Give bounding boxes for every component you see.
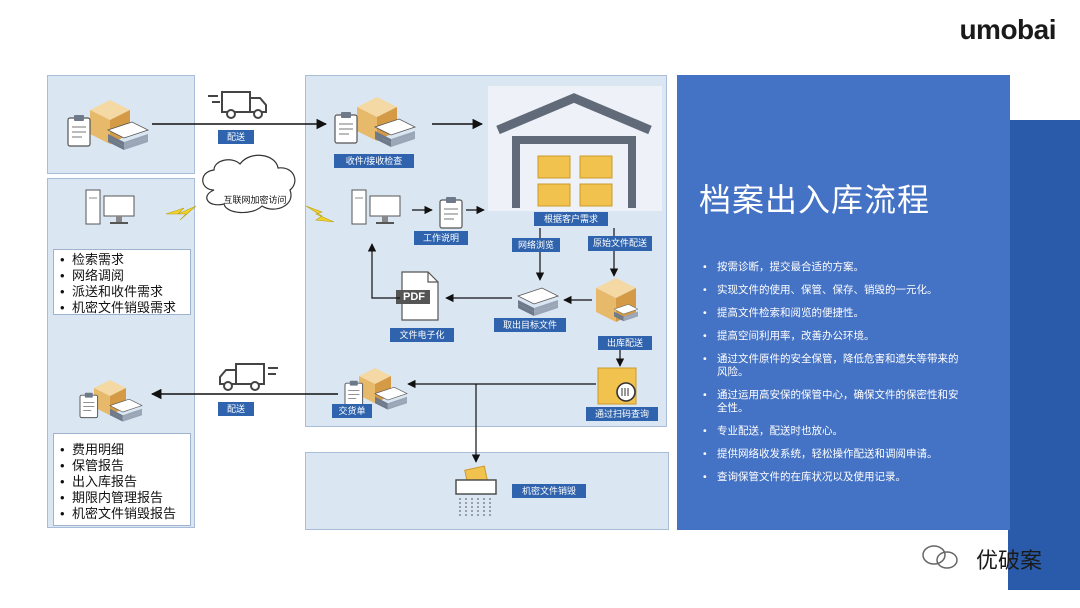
receive-tag: 收件/接收检查 [334,154,414,168]
wechat-icon [922,545,958,569]
shred-tag: 机密文件销毁 [512,484,586,498]
benefit-item: 查询保管文件的在库状况以及使用记录。 [701,471,961,484]
benefit-item: 专业配送，配送时也放心。 [701,425,961,438]
by-request-tag: 根据客户需求 [534,212,608,226]
info-panel-shadow [1008,120,1080,590]
original-delivery-tag: 原始文件配送 [588,236,652,251]
report-item: 出入库报告 [58,474,186,490]
receive-icon [334,97,416,148]
request-item: 检索需求 [58,252,186,268]
arrow-pdf-to-pc [367,243,400,299]
handover-tag: 交货单 [332,404,372,418]
scan-box-icon [597,367,637,405]
watermark-text: 优破案 [975,548,1042,573]
outbound-tag: 出库配送 [598,336,652,350]
deliver-out-tag: 配送 [218,402,254,416]
client-report-box: 费用明细 保管报告 出入库报告 期限内管理报告 机密文件销毁报告 [53,433,191,526]
retrieve-docs-icon [517,287,559,317]
truck-icon [219,363,278,391]
warehouse-pc-icon [351,189,401,225]
benefit-item: 通过文件原件的安全保管，降低危害和遗失等带来的风险。 [701,353,961,379]
flow-title: 档案出入库流程 [699,182,931,218]
report-item: 费用明细 [58,442,186,458]
benefit-item: 通过运用高安保的保管中心，确保文件的保密性和安全性。 [701,389,961,415]
benefit-item: 提供网络收发系统，轻松操作配送和调阅申请。 [701,448,961,461]
report-item: 期限内管理报告 [58,490,186,506]
digitize-tag: 文件电子化 [390,328,454,342]
pdf-icon [396,271,439,321]
internet-label: 互联网加密访问 [223,195,287,205]
web-browse-tag: 网络浏览 [512,238,560,252]
report-item: 保管报告 [58,458,186,474]
brand-logo: umobai [959,14,1056,45]
pdf-text: PDF [403,291,425,303]
benefit-item: 提高文件检索和阅览的便捷性。 [701,307,961,320]
lightning-icon [165,205,197,221]
cloud-icon [202,154,296,214]
deliver-in-tag: 配送 [218,130,254,144]
client-pc-icon [85,189,135,225]
retrieve-tag: 取出目标文件 [494,318,566,332]
info-panel: 档案出入库流程 按需诊断，提交最合适的方案。 实现文件的使用、保管、保存、销毁的… [677,75,1010,530]
client-request-box: 检索需求 网络调阅 派送和收件需求 机密文件销毁需求 [53,249,191,316]
outbound-box-icon [596,278,639,322]
work-instruction-icon [439,196,463,229]
benefit-list: 按需诊断，提交最合适的方案。 实现文件的使用、保管、保存、销毁的一元化。 提高文… [701,261,961,494]
lightning-icon [305,205,335,223]
benefit-item: 实现文件的使用、保管、保存、销毁的一元化。 [701,284,961,297]
benefit-item: 提高空间利用率，改善办公环境。 [701,330,961,343]
scan-query-tag: 通过扫码查询 [586,407,658,421]
request-item: 派送和收件需求 [58,284,186,300]
request-item: 网络调阅 [58,268,186,284]
benefit-item: 按需诊断，提交最合适的方案。 [701,261,961,274]
report-item: 机密文件销毁报告 [58,506,186,522]
shredder-icon [455,465,497,516]
client-package-icon [67,100,149,151]
truck-icon [208,91,267,119]
work-instruction-tag: 工作说明 [414,231,468,245]
request-item: 机密文件销毁需求 [58,300,186,316]
client-received-icon [79,380,143,423]
warehouse-icon [496,93,652,208]
